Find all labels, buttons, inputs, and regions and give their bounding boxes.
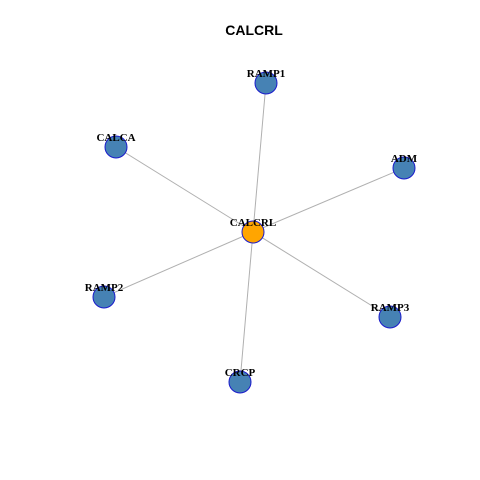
node-label-crcp: CRCP	[225, 367, 256, 379]
node-ramp1: RAMP1	[247, 68, 286, 95]
edge-calcrl-ramp2	[103, 231, 254, 298]
node-circle-ramp2	[92, 285, 116, 309]
node-circle-calcrl	[241, 220, 265, 244]
node-label-ramp3: RAMP3	[371, 302, 410, 314]
edge-calcrl-calca	[115, 146, 254, 233]
node-label-calcrl: CALCRL	[230, 217, 276, 229]
node-circle-ramp3	[378, 305, 402, 329]
node-ramp3: RAMP3	[371, 302, 410, 329]
edge-calcrl-adm	[252, 167, 405, 233]
node-circle-ramp1	[254, 71, 278, 95]
diagram-title: CALCRL	[225, 22, 283, 38]
node-adm: ADM	[391, 153, 418, 180]
node-circle-adm	[392, 156, 416, 180]
edge-layer	[103, 82, 405, 383]
node-calca: CALCA	[96, 132, 136, 159]
edge-calcrl-ramp3	[252, 231, 391, 318]
node-circle-crcp	[228, 370, 252, 394]
node-calcrl: CALCRL	[230, 217, 276, 244]
node-circle-calca	[104, 135, 128, 159]
node-label-ramp2: RAMP2	[85, 282, 124, 294]
node-crcp: CRCP	[225, 367, 256, 394]
node-label-ramp1: RAMP1	[247, 68, 286, 80]
node-label-adm: ADM	[391, 153, 418, 165]
node-ramp2: RAMP2	[85, 282, 124, 309]
edge-calcrl-ramp1	[252, 82, 267, 233]
edge-calcrl-crcp	[239, 231, 254, 383]
node-label-calca: CALCA	[96, 132, 135, 144]
